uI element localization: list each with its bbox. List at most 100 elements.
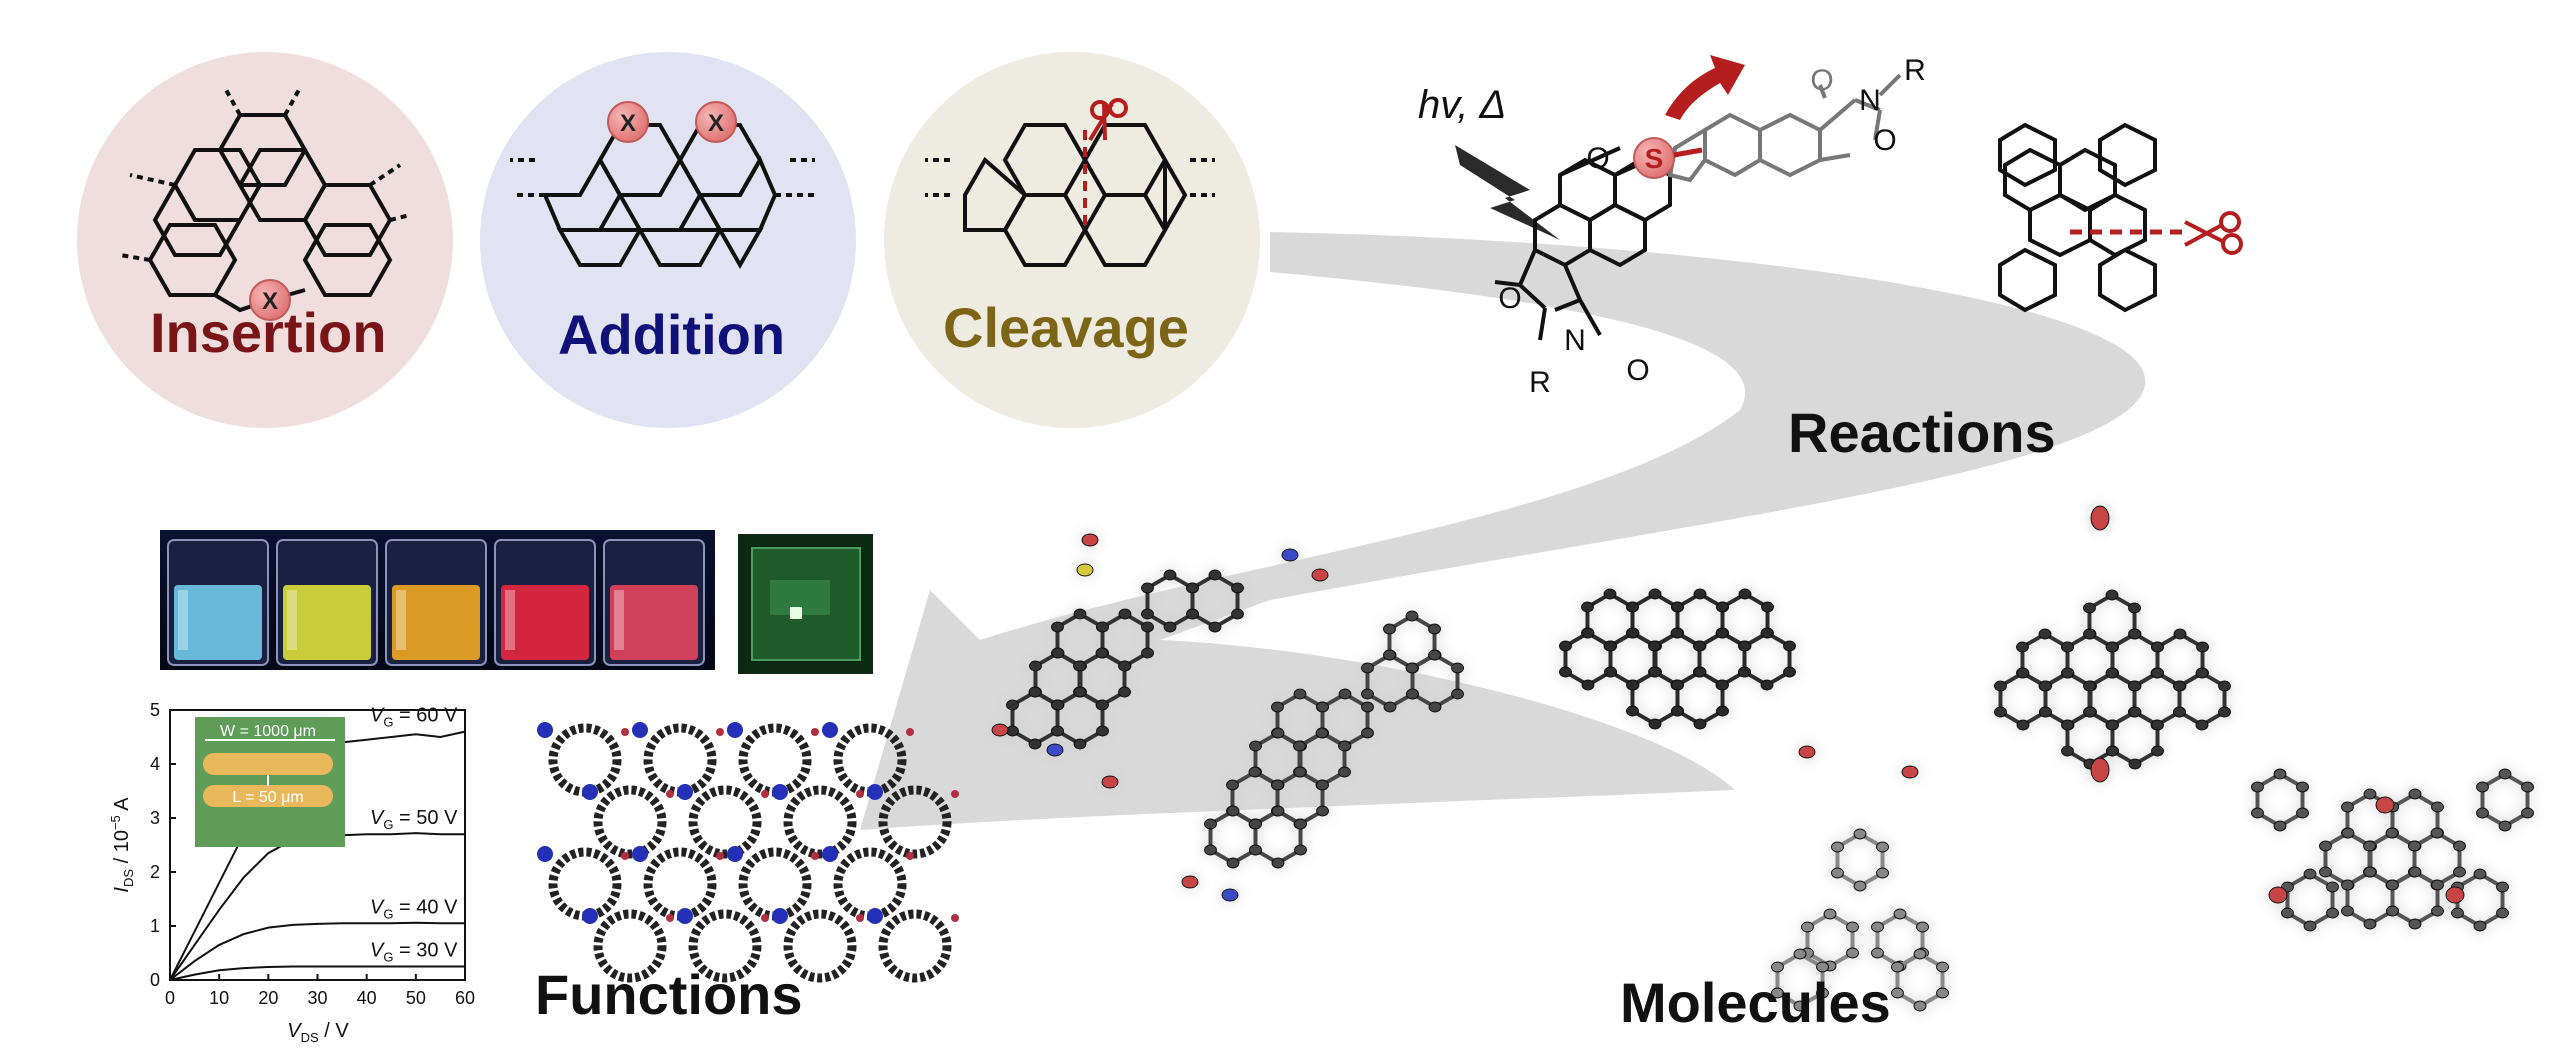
- r-group-label-2: R: [1904, 54, 1926, 87]
- framework-pore: [878, 909, 952, 983]
- series-line-vg-30: [169, 965, 465, 981]
- framework-node: [867, 908, 883, 924]
- device-photo: [738, 534, 873, 674]
- y-tick-label: 1: [150, 916, 160, 936]
- series-label-vg-30: VG = 30 V: [370, 940, 458, 965]
- cleavage-pah-structure: [925, 123, 1215, 267]
- framework-pore: [738, 847, 812, 921]
- insertion-label: Insertion: [150, 301, 387, 364]
- framework-node: [537, 722, 553, 738]
- oxygen-label-4: O: [1810, 64, 1833, 97]
- framework-node: [537, 846, 553, 862]
- framework-pore: [878, 785, 952, 859]
- x-tick-label: 40: [357, 988, 377, 1008]
- cleavage-label: Cleavage: [943, 296, 1189, 359]
- framework-node: [632, 846, 648, 862]
- nitrogen-label-2: N: [1859, 84, 1881, 117]
- y-tick-label: 0: [150, 970, 160, 990]
- framework-node: [772, 908, 788, 924]
- oxygen-label-3: O: [1626, 354, 1649, 387]
- vial-solution: [283, 585, 371, 660]
- inset-width-label: W = 1000 μm: [220, 723, 316, 740]
- reaction-scheme: hv, Δ S O O O O O N N R R: [1418, 54, 1926, 399]
- framework-node: [677, 908, 693, 924]
- framework-node: [677, 784, 693, 800]
- addition-circle: X X: [480, 52, 856, 428]
- chart-xlabel: VDS / V: [287, 1020, 349, 1045]
- x-tick-label: 50: [406, 988, 426, 1008]
- framework-pore: [593, 909, 667, 983]
- chart-inset-micrograph: W = 1000 μm L = 50 μm: [195, 717, 345, 847]
- series-label-vg-40: VG = 40 V: [370, 896, 458, 921]
- scissors-icon: [1088, 98, 1128, 142]
- framework-network: [537, 722, 959, 983]
- framework-pore: [738, 723, 812, 797]
- nitrogen-label-1: N: [1564, 324, 1586, 357]
- cleavage-circle: [884, 52, 1260, 428]
- molecules-label: Molecules: [1620, 971, 1891, 1034]
- framework-pore: [643, 723, 717, 797]
- emission-vials-photo: [160, 530, 715, 670]
- chart-ylabel: IDS / 10−5 A: [108, 797, 136, 893]
- x-tick-label: 20: [258, 988, 278, 1008]
- functions-label: Functions: [535, 963, 803, 1026]
- framework-pore: [688, 909, 762, 983]
- crystal-molecule: [1770, 745, 1950, 1012]
- series-label-vg-50: VG = 50 V: [370, 807, 458, 832]
- series-line-vg-40: [169, 921, 465, 981]
- flow-arrow: [860, 232, 2146, 830]
- crystal-molecule: [1558, 588, 1797, 730]
- oxygen-label-1: O: [1586, 142, 1609, 175]
- product-arrow-icon: [1665, 55, 1745, 120]
- addition-label: Addition: [558, 303, 786, 366]
- framework-pore: [593, 785, 667, 859]
- framework-pore: [783, 785, 857, 859]
- sulfoxide-atom: S: [1645, 143, 1664, 174]
- vial-solution: [610, 585, 698, 660]
- x-tick-label: 60: [455, 988, 475, 1008]
- crystal-molecule: [1181, 610, 1465, 902]
- framework-node: [727, 722, 743, 738]
- insertion-pah-structure: [119, 87, 411, 313]
- framework-pore: [548, 723, 622, 797]
- y-tick-label: 4: [150, 754, 160, 774]
- vial-solution: [174, 585, 262, 660]
- y-tick-label: 5: [150, 700, 160, 720]
- crystal-molecule: [2250, 768, 2535, 932]
- crystal-oxygen-atoms: [2090, 505, 2110, 783]
- addition-atom-x-2: X: [708, 110, 724, 137]
- inset-length-label: L = 50 μm: [232, 789, 303, 806]
- x-tick-label: 10: [209, 988, 229, 1008]
- framework-pore: [833, 847, 907, 921]
- r-group-label-1: R: [1529, 366, 1551, 399]
- addition-pah-structure: [510, 123, 815, 270]
- y-tick-label: 3: [150, 808, 160, 828]
- framework-node: [772, 784, 788, 800]
- cleavage-example-structure: [1998, 122, 2157, 313]
- framework-node: [822, 846, 838, 862]
- crystal-structures: [991, 505, 2535, 1012]
- crystal-molecule: [1993, 589, 2232, 770]
- insertion-atom-x: X: [262, 288, 278, 315]
- framework-node: [632, 722, 648, 738]
- vial-solution: [392, 585, 480, 660]
- framework-node: [822, 722, 838, 738]
- scissors-icon-2: [2184, 211, 2243, 255]
- x-tick-label: 0: [165, 988, 175, 1008]
- vial-solution: [501, 585, 589, 660]
- framework-pore: [688, 785, 762, 859]
- framework-pore: [548, 847, 622, 921]
- light-heat-icon: [1455, 145, 1560, 240]
- series-label-vg-60: VG = 60 V: [370, 705, 458, 730]
- reaction-conditions: hv, Δ: [1418, 83, 1506, 127]
- framework-pore: [783, 909, 857, 983]
- framework-node: [867, 784, 883, 800]
- framework-node: [582, 908, 598, 924]
- reactions-label: Reactions: [1788, 401, 2056, 464]
- crystal-molecule: [991, 533, 1329, 789]
- framework-node: [582, 784, 598, 800]
- addition-atom-x-1: X: [620, 110, 636, 137]
- framework-node: [727, 846, 743, 862]
